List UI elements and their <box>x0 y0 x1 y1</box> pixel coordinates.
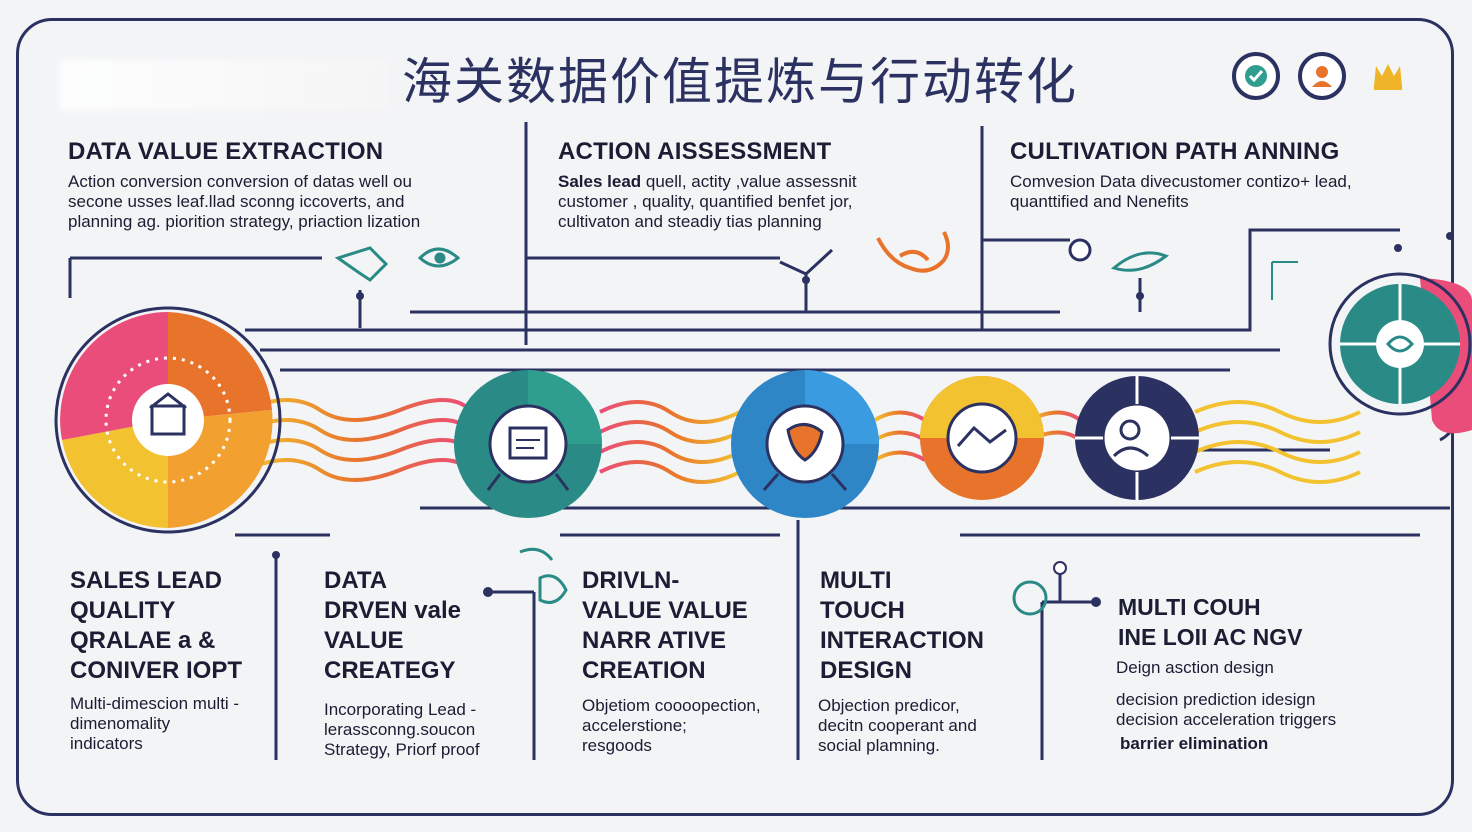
end-target-node <box>1328 272 1472 434</box>
section-text-data-value-extraction: Action conversion conversion of datas we… <box>68 172 421 231</box>
eye-icon <box>417 247 461 268</box>
page-title: 海关数据价值提炼与行动转化 <box>402 53 1078 111</box>
flow-node-people <box>1075 376 1199 500</box>
faded-subtitle <box>60 60 390 110</box>
section-heading-value-narrative: DRIVLN- VALUE VALUE NARR ATIVE CREATION <box>582 567 748 684</box>
flow-node-handshake <box>731 370 879 518</box>
section-text-multi-touch: Objection predicor, decitn cooperant and… <box>818 696 977 755</box>
divider-lines <box>68 122 1472 760</box>
section-text-value-narrative: Objetiom coooopection, accelerstione; re… <box>582 696 761 755</box>
section-text-multi-couh: Deign asction design decision prediction… <box>1116 658 1337 753</box>
section-text-sales-lead-quality: Multi-dimescion multi - dimenomality ind… <box>70 694 240 753</box>
section-text-cultivation-path: Comvesion Data divecustomer contizo+ lea… <box>1010 172 1352 211</box>
section-heading-multi-touch: MULTI TOUCH INTERACTION DESIGN <box>820 567 984 684</box>
crown-icon <box>1364 52 1412 100</box>
flow-ribbons <box>244 398 1361 484</box>
growth-icon <box>1271 261 1298 300</box>
flow-node-chart <box>920 376 1044 500</box>
flow-node-document <box>454 370 602 518</box>
checkmark-icon <box>779 248 834 276</box>
section-heading-action-assessment: ACTION AISSESSMENT <box>558 138 832 165</box>
section-text-data-driven-strategy: Incorporating Lead - lerassconng.soucon … <box>324 700 480 759</box>
section-heading-data-driven-strategy: DATA DRVEN vale VALUE CREATEGY <box>324 567 461 684</box>
section-text-action-assessment: Sales lead quell, actity ,value assessni… <box>558 172 857 231</box>
top-icon-group <box>1232 52 1412 100</box>
user-icon <box>1298 52 1346 100</box>
arrow-icon <box>334 246 389 282</box>
section-heading-cultivation-path: CULTIVATION PATH ANNING <box>1010 138 1340 165</box>
flask-icon <box>519 547 568 604</box>
bulb-icon <box>1012 580 1048 616</box>
section-heading-data-value-extraction: DATA VALUE EXTRACTION <box>68 138 384 165</box>
section-heading-multi-couh: MULTI COUH INE LOII AC NGV <box>1118 594 1303 650</box>
leaf-icon <box>1110 251 1170 272</box>
handshake-doodle-icon <box>876 231 950 273</box>
check-shield-icon <box>1232 52 1280 100</box>
start-pie-node <box>54 306 282 534</box>
section-heading-sales-lead-quality: SALES LEAD QUALITY QRALAE a & CONIVER IO… <box>70 567 243 684</box>
